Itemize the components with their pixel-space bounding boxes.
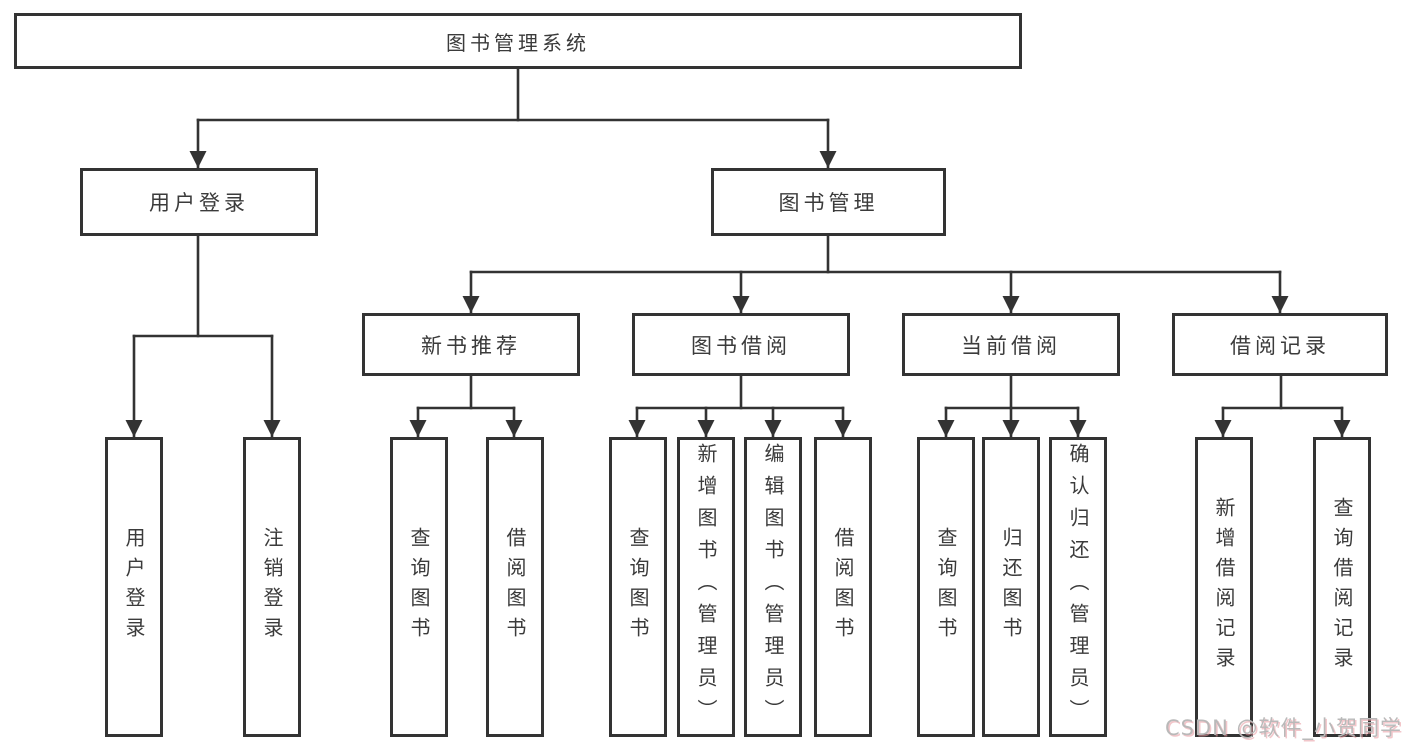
leaf-user-login: 用户登录 xyxy=(105,437,163,737)
node-new-book-recommend: 新书推荐 xyxy=(362,313,580,376)
node-borrowing-records: 借阅记录 xyxy=(1172,313,1388,376)
leaf-return-books: 归还图书 xyxy=(982,437,1040,737)
leaf-borrow-books-recommend-label: 借阅图书 xyxy=(503,527,527,647)
node-book-borrowing-label: 图书借阅 xyxy=(691,333,791,358)
connector-group xyxy=(125,67,1351,439)
node-current-borrowing-label: 当前借阅 xyxy=(961,333,1061,358)
leaf-query-borrow-record: 查询借阅记录 xyxy=(1313,437,1371,737)
node-book-management: 图书管理 xyxy=(711,168,946,236)
leaf-borrow-books-borrowing: 借阅图书 xyxy=(814,437,872,737)
leaf-add-borrow-record-label: 新增借阅记录 xyxy=(1212,497,1236,677)
node-root-label: 图书管理系统 xyxy=(446,30,590,55)
leaf-user-login-label: 用户登录 xyxy=(122,527,146,647)
node-user-login-branch: 用户登录 xyxy=(80,168,318,236)
node-new-book-recommend-label: 新书推荐 xyxy=(421,333,521,358)
leaf-query-books-current-label: 查询图书 xyxy=(934,527,958,647)
leaf-borrow-books-borrowing-label: 借阅图书 xyxy=(831,527,855,647)
leaf-query-books-current: 查询图书 xyxy=(917,437,975,737)
leaf-confirm-return-admin: 确认归还（管理员） xyxy=(1049,437,1107,737)
leaf-add-borrow-record: 新增借阅记录 xyxy=(1195,437,1253,737)
leaf-query-books-borrowing-label: 查询图书 xyxy=(626,527,650,647)
node-root: 图书管理系统 xyxy=(14,13,1022,69)
node-borrowing-records-label: 借阅记录 xyxy=(1230,333,1330,358)
leaf-borrow-books-recommend: 借阅图书 xyxy=(486,437,544,737)
node-book-management-label: 图书管理 xyxy=(778,191,879,215)
node-user-login-branch-label: 用户登录 xyxy=(149,191,249,215)
leaf-add-book-admin: 新增图书（管理员） xyxy=(677,437,735,737)
leaf-add-book-admin-label: 新增图书（管理员） xyxy=(694,443,718,731)
leaf-confirm-return-admin-label: 确认归还（管理员） xyxy=(1066,443,1090,731)
leaf-edit-book-admin: 编辑图书（管理员） xyxy=(744,437,802,737)
node-current-borrowing: 当前借阅 xyxy=(902,313,1120,376)
leaf-logout-label: 注销登录 xyxy=(260,527,284,647)
leaf-query-books-recommend-label: 查询图书 xyxy=(407,527,431,647)
leaf-query-books-recommend: 查询图书 xyxy=(390,437,448,737)
leaf-query-books-borrowing: 查询图书 xyxy=(609,437,667,737)
leaf-query-borrow-record-label: 查询借阅记录 xyxy=(1330,497,1354,677)
leaf-return-books-label: 归还图书 xyxy=(999,527,1023,647)
watermark: CSDN @软件_小贺同学 xyxy=(1164,716,1402,740)
leaf-logout: 注销登录 xyxy=(243,437,301,737)
leaf-edit-book-admin-label: 编辑图书（管理员） xyxy=(761,443,785,731)
node-book-borrowing: 图书借阅 xyxy=(632,313,850,376)
